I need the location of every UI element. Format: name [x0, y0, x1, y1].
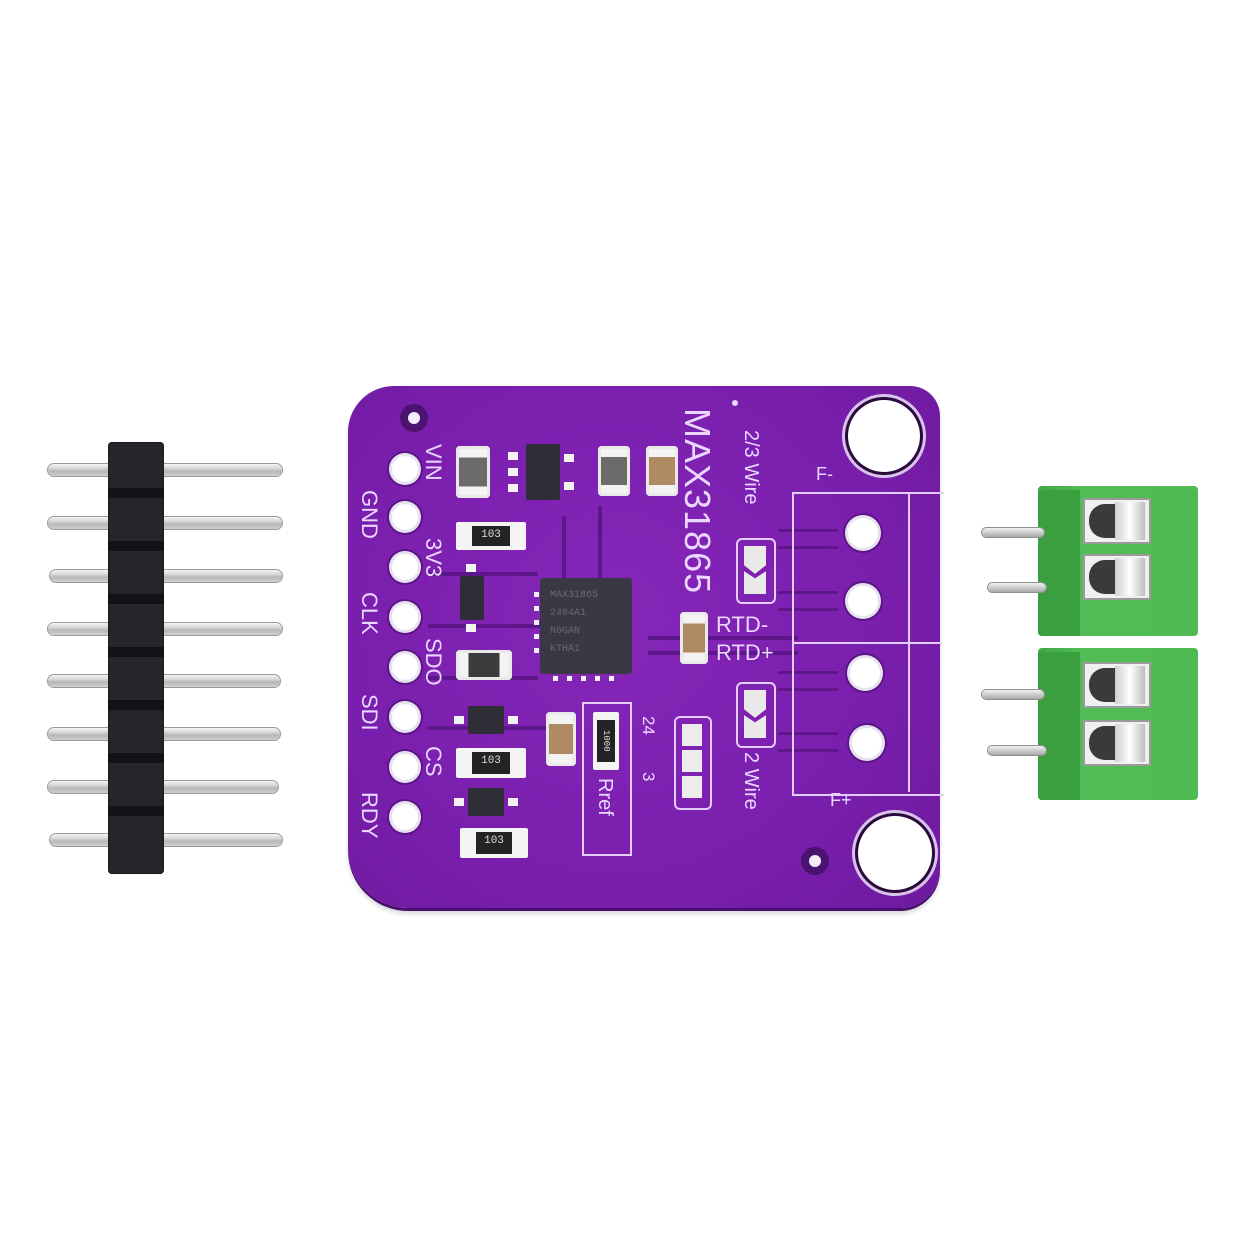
chip-marking-line-3: N0GAN [550, 626, 581, 637]
pad-rtd-plus [850, 658, 880, 688]
label-cs: CS [421, 746, 446, 777]
terminal-footprint-outline [792, 492, 944, 796]
capacitor-c1 [456, 446, 490, 498]
label-rtd-minus: RTD- [716, 612, 769, 637]
header-pin-8 [50, 834, 282, 846]
transistor-q3 [468, 788, 504, 816]
label-sdi: SDI [357, 694, 382, 731]
chip-marking-line-1: MAX31865 [550, 590, 599, 601]
capacitor-c4 [546, 712, 576, 766]
terminal-screw-2[interactable] [1083, 554, 1151, 600]
transistor-q1 [460, 576, 484, 620]
pad-vin [392, 456, 418, 482]
resistor-r2: 103 [456, 748, 526, 778]
terminal-pin-3 [982, 690, 1044, 699]
capacitor-c3 [646, 446, 678, 496]
pad-clk [392, 604, 418, 630]
max31865-board: VIN GND 3V3 CLK SDO SDI CS RDY 103 103 1… [348, 386, 944, 908]
capacitor-c5 [680, 612, 708, 664]
jumper-pad-2[interactable] [682, 750, 702, 772]
label-force-plus: F+ [830, 790, 852, 810]
pin-header [44, 438, 284, 878]
transistor-q2 [468, 706, 504, 734]
corner-via-top-left [408, 412, 420, 424]
header-pin-2 [48, 517, 282, 529]
pad-gnd [392, 504, 418, 530]
label-sdo: SDO [421, 638, 446, 686]
mounting-hole-bottom-right [858, 816, 932, 890]
pad-sdo [392, 654, 418, 680]
resistor-r3: 103 [460, 828, 528, 858]
header-pin-6 [48, 728, 280, 740]
jumper-pad-3[interactable] [682, 776, 702, 798]
capacitor-c2 [598, 446, 630, 496]
label-rdy: RDY [357, 792, 382, 839]
corner-via-bottom-right [809, 855, 821, 867]
label-2-3-wire: 2/3 Wire [740, 430, 762, 505]
solder-jumper-top-outline [736, 538, 776, 604]
pad-rdy [392, 804, 418, 830]
label-gnd: GND [357, 490, 382, 539]
label-3v3: 3V3 [421, 538, 446, 578]
wire-config-jumper-outline [674, 716, 712, 810]
label-rtd-plus: RTD+ [716, 640, 774, 665]
pad-f-minus [848, 518, 878, 548]
label-vin: VIN [421, 444, 446, 481]
rref-outline [582, 702, 632, 856]
regulator-ic [526, 444, 560, 500]
label-force-minus: F- [816, 464, 833, 484]
header-pin-1 [48, 464, 282, 476]
jumper-label-3: 3 [639, 772, 658, 782]
jumper-label-24: 24 [639, 716, 658, 735]
header-pin-3 [50, 570, 282, 582]
terminal-pin-1 [982, 528, 1044, 537]
pad-f-plus [852, 728, 882, 758]
terminal-block-1 [1038, 486, 1198, 642]
pad-3v3 [392, 554, 418, 580]
header-pin-4 [48, 623, 282, 635]
jumper-pad-1[interactable] [682, 724, 702, 746]
ferrite-bead [456, 650, 512, 680]
pin1-dot [732, 400, 738, 406]
pad-cs [392, 754, 418, 780]
chip-marking-line-4: KTHA1 [550, 644, 581, 655]
label-clk: CLK [357, 592, 382, 635]
terminal-screw-3[interactable] [1083, 662, 1151, 708]
pad-sdi [392, 704, 418, 730]
terminal-screw-1[interactable] [1083, 498, 1151, 544]
terminal-screw-4[interactable] [1083, 720, 1151, 766]
terminal-pin-2 [988, 583, 1046, 592]
terminal-block-2 [1038, 648, 1198, 808]
chip-marking-line-2: 2484A1 [550, 608, 587, 619]
solder-jumper-bottom-outline [736, 682, 776, 748]
solder-jumper-bottom[interactable] [744, 690, 766, 718]
board-title: MAX31865 [677, 408, 718, 595]
solder-jumper-top[interactable] [744, 546, 766, 574]
pad-rtd-minus [848, 586, 878, 616]
header-pin-5 [48, 675, 280, 687]
mounting-hole-top-right [848, 400, 920, 472]
reference-resistor: 1000 [593, 712, 619, 770]
pin-header-housing [108, 442, 164, 874]
max31865-chip: MAX31865 2484A1 N0GAN KTHA1 [540, 578, 632, 674]
terminal-pin-4 [988, 746, 1046, 755]
label-2-wire: 2 Wire [740, 752, 762, 810]
rref-label: Rref [594, 778, 616, 816]
resistor-r1: 103 [456, 522, 526, 550]
